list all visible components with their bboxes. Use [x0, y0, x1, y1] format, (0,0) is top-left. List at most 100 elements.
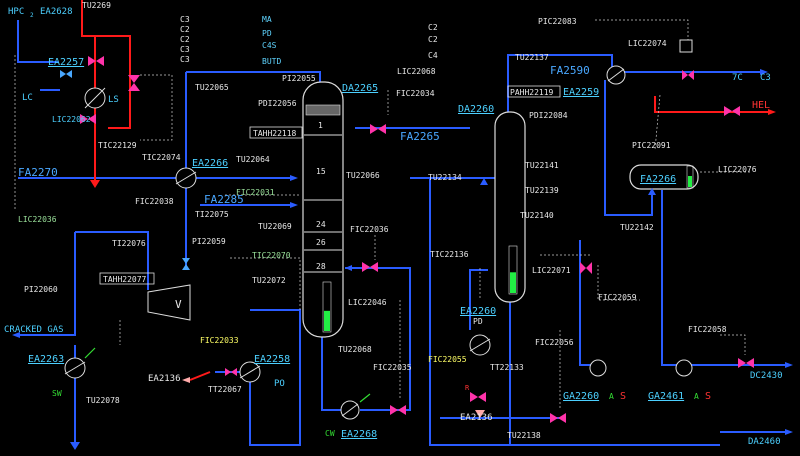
- tu22134-tag[interactable]: TU22134: [428, 173, 462, 182]
- vessel-v[interactable]: V: [147, 284, 191, 321]
- lic22068-tag[interactable]: LIC22068: [397, 67, 436, 76]
- tu22072-tag[interactable]: TU22072: [252, 276, 286, 285]
- lic22062-tag[interactable]: LIC22062: [52, 115, 91, 124]
- ga2260-link[interactable]: GA2260: [563, 391, 599, 402]
- tu22069-tag[interactable]: TU22069: [258, 222, 292, 231]
- pdi22056-tag[interactable]: PDI22056: [258, 99, 297, 108]
- tic22129-tag[interactable]: TIC22129: [98, 141, 137, 150]
- hpc2-label: HPC: [8, 7, 24, 17]
- valve-ls-icon[interactable]: [80, 114, 96, 124]
- arrow-c3-icon: [760, 69, 768, 75]
- ea2259-link[interactable]: EA2259: [563, 87, 599, 98]
- valve-lic22074-icon[interactable]: [682, 70, 694, 80]
- pic22091-tag[interactable]: PIC22091: [632, 141, 671, 150]
- pipe-ga2461-suction: [661, 190, 685, 366]
- arrow-up-fa2266-icon: [648, 188, 656, 195]
- fa2266-label[interactable]: FA2266: [640, 174, 676, 185]
- tu22141-tag[interactable]: TU22141: [525, 161, 559, 170]
- pahh22119-tag[interactable]: PAHH22119: [510, 88, 554, 97]
- valve-ea2257-icon[interactable]: [60, 70, 72, 78]
- tu22142-tag[interactable]: TU22142: [620, 223, 654, 232]
- fic22035-tag[interactable]: FIC22035: [373, 363, 412, 372]
- tray-label-26: 26: [316, 238, 326, 247]
- lic22076-tag[interactable]: LIC22076: [718, 165, 757, 174]
- valve-pi22059-icon[interactable]: [182, 258, 190, 270]
- fic22036-tag[interactable]: FIC22036: [350, 225, 389, 234]
- fic22056-tag[interactable]: FIC22056: [535, 338, 574, 347]
- valve-fic22033-icon[interactable]: [225, 368, 237, 376]
- fic22031-tag[interactable]: FIC22031: [236, 188, 275, 197]
- tu22139-tag[interactable]: TU22139: [525, 186, 559, 195]
- valve-fa2265-icon[interactable]: [370, 124, 386, 134]
- tu2269-tag[interactable]: TU2269: [82, 1, 111, 10]
- da2265-link[interactable]: DA2265: [342, 83, 378, 94]
- valve-steam-1-icon[interactable]: [88, 56, 104, 66]
- ea2257-link[interactable]: EA2257: [48, 57, 84, 68]
- ea2258-link[interactable]: EA2258: [254, 354, 290, 365]
- lic22071-tag[interactable]: LIC22071: [532, 266, 571, 275]
- tu22138-tag[interactable]: TU22138: [507, 431, 541, 440]
- tic22070-tag[interactable]: TIC22070: [252, 251, 291, 260]
- fic22034-tag[interactable]: FIC22034: [396, 89, 435, 98]
- ti22076-tag[interactable]: TI22076: [112, 239, 146, 248]
- drum-fa2266[interactable]: FA2266: [629, 164, 699, 190]
- pi22059-tag[interactable]: PI22059: [192, 237, 226, 246]
- ga2461-link[interactable]: GA2461: [648, 391, 684, 402]
- ea2266-link[interactable]: EA2266: [192, 158, 228, 169]
- ea2268-link[interactable]: EA2268: [341, 429, 377, 440]
- valve-fic22036-icon[interactable]: [362, 262, 378, 272]
- arrow-ea2136-icon: [475, 410, 485, 418]
- tu22140-tag[interactable]: TU22140: [520, 211, 554, 220]
- tu22137-tag[interactable]: TU22137: [515, 53, 549, 62]
- pi22055-tag[interactable]: PI22055: [282, 74, 316, 83]
- valve-fic22055-icon[interactable]: [470, 392, 486, 402]
- tu22066-tag[interactable]: TU22066: [346, 171, 380, 180]
- tic22136-tag[interactable]: TIC22136: [430, 250, 469, 259]
- tu22078-tag[interactable]: TU22078: [86, 396, 120, 405]
- valve-steam-2-icon[interactable]: [128, 75, 140, 91]
- lic22074-tag[interactable]: LIC22074: [628, 39, 667, 48]
- valve-fic22059-icon[interactable]: [580, 262, 592, 274]
- arrows: [12, 69, 793, 450]
- pipe-reboiler: [469, 269, 488, 330]
- valve-hel-icon[interactable]: [724, 106, 740, 116]
- tray-label-1: 1: [318, 121, 323, 130]
- tt22067-tag[interactable]: TT22067: [208, 385, 242, 394]
- fic22058-tag[interactable]: FIC22058: [688, 325, 727, 334]
- column-da2260[interactable]: [494, 111, 526, 303]
- valve-fic22058-icon[interactable]: [738, 358, 754, 368]
- tahh22077-tag[interactable]: TAHH22077: [103, 275, 147, 284]
- fic22059-tag[interactable]: FIC22059: [598, 293, 637, 302]
- lic22046-tag[interactable]: LIC22046: [348, 298, 387, 307]
- tu22065-tag[interactable]: TU22065: [195, 83, 229, 92]
- cracked-gas-label: CRACKED GAS: [4, 325, 64, 335]
- tu22068-tag[interactable]: TU22068: [338, 345, 372, 354]
- fa2590-label: FA2590: [550, 64, 590, 77]
- valve-fic22056-icon[interactable]: [550, 413, 566, 423]
- c3-7-label: 7C: [732, 73, 743, 83]
- pump-ga2461-icon[interactable]: [675, 359, 693, 377]
- fic22055-tag[interactable]: FIC22055: [428, 355, 467, 364]
- level-bar-da2260: [510, 272, 516, 293]
- pump-ga2260-icon[interactable]: [589, 359, 607, 377]
- fic22033-tag[interactable]: FIC22033: [200, 336, 239, 345]
- ea2263-link[interactable]: EA2263: [28, 354, 64, 365]
- tic22074-tag[interactable]: TIC22074: [142, 153, 181, 162]
- tray-label-24: 24: [316, 220, 326, 229]
- signal-lines: [14, 19, 750, 410]
- valve-fic22035-icon[interactable]: [390, 405, 406, 415]
- tt22133-tag[interactable]: TT22133: [490, 363, 524, 372]
- svg-text:S: S: [620, 391, 626, 402]
- pic22083-tag[interactable]: PIC22083: [538, 17, 577, 26]
- tu22064-tag[interactable]: TU22064: [236, 155, 270, 164]
- pi22060-tag[interactable]: PI22060: [24, 285, 58, 294]
- column-da2265[interactable]: 1 15 24 26 28: [302, 81, 344, 338]
- lic22036-tag[interactable]: LIC22036: [18, 215, 57, 224]
- svg-text:R: R: [465, 384, 470, 392]
- pdi22084-tag[interactable]: PDI22084: [529, 111, 568, 120]
- da2260-link[interactable]: DA2260: [458, 104, 494, 115]
- ti22075-tag[interactable]: TI22075: [195, 210, 229, 219]
- tahh22118-tag[interactable]: TAHH22118: [253, 129, 297, 138]
- fic22038-tag[interactable]: FIC22038: [135, 197, 174, 206]
- ea2260-link[interactable]: EA2260: [460, 306, 496, 317]
